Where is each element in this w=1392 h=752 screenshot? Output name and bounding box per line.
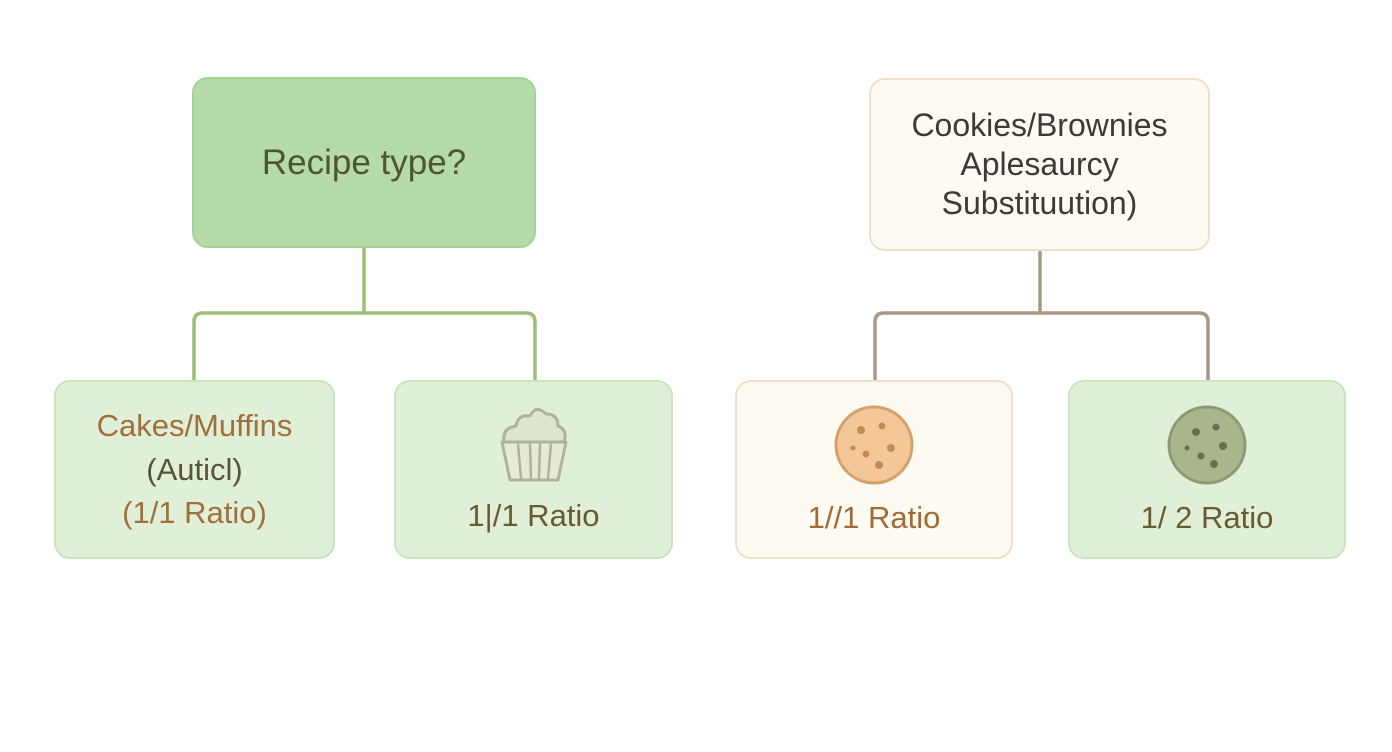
cakes-muffins-line-2: (Auticl) <box>146 451 243 487</box>
cookie-ratio-green-node: 1/ 2 Ratio <box>1068 380 1346 559</box>
recipe-type-label: Recipe type? <box>261 142 467 182</box>
cakes-muffins-node: Cakes/Muffins (Auticl) (1/1 Ratio) <box>54 380 335 559</box>
right-connectors <box>873 249 1210 382</box>
cookies-brownies-line-1: Cookies/Brownies <box>911 106 1168 143</box>
cookies-brownies-node: Cookies/Brownies Aplesaurcy Substituutio… <box>869 78 1210 251</box>
cookie-ratio-light-label: 1//1 Ratio <box>807 500 941 535</box>
cookie-icon <box>1166 404 1248 486</box>
cookie-icon <box>833 404 915 486</box>
cookie-ratio-green-label: 1/ 2 Ratio <box>1140 500 1274 535</box>
cupcake-icon <box>494 402 574 486</box>
cookie-ratio-light-node: 1//1 Ratio <box>735 380 1013 559</box>
cupcake-ratio-node: 1|/1 Ratio <box>394 380 673 559</box>
cookies-brownies-line-3: Substituution) <box>941 185 1138 222</box>
left-connectors <box>192 246 537 382</box>
cookies-brownies-line-2: Aplesaurcy <box>960 145 1119 182</box>
cakes-muffins-line-1: Cakes/Muffins <box>96 408 293 444</box>
cupcake-ratio-label: 1|/1 Ratio <box>467 498 600 533</box>
cakes-muffins-line-3: (1/1 Ratio) <box>122 495 267 531</box>
recipe-type-node: Recipe type? <box>192 77 536 248</box>
right-branch <box>873 311 1210 382</box>
left-branch <box>192 311 537 382</box>
